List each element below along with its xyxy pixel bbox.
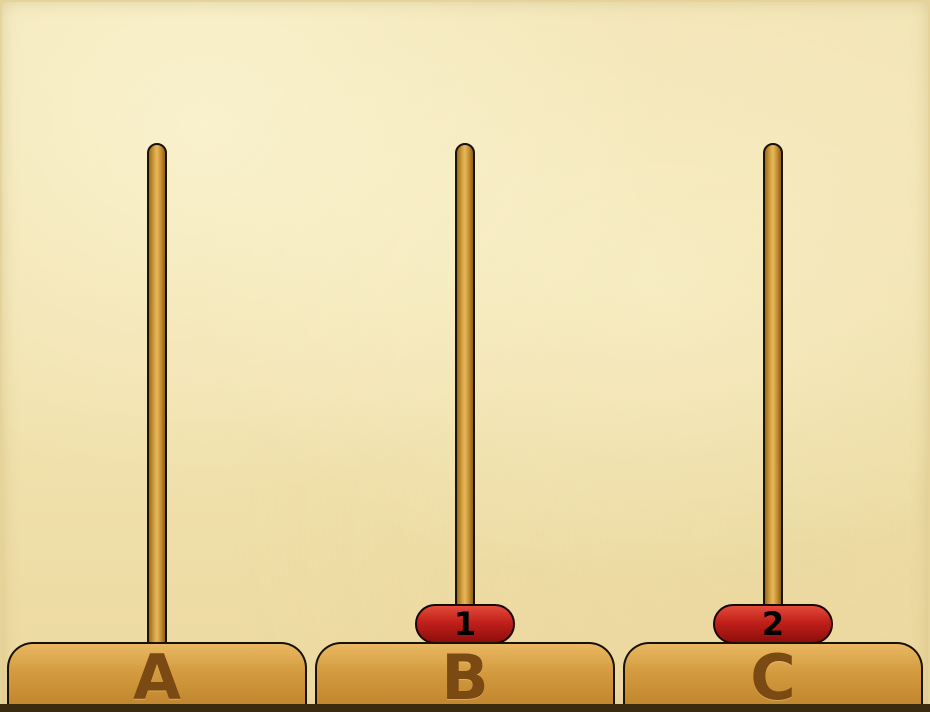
tower-c[interactable]: 2 C [623,0,923,712]
base-b[interactable]: B [315,641,615,712]
tower-a[interactable]: A [7,0,307,712]
tower-label-b: B [441,641,489,712]
disk-label-1: 1 [453,605,477,643]
peg-b[interactable] [455,143,475,647]
base-a[interactable]: A [7,641,307,712]
tower-label-c: C [750,641,796,712]
disk-label-2: 2 [761,605,785,643]
tower-b[interactable]: 1 B [315,0,615,712]
ground-strip [0,704,930,712]
disk-2[interactable]: 2 [713,604,833,644]
peg-a[interactable] [147,143,167,647]
base-c[interactable]: C [623,641,923,712]
tower-label-a: A [133,641,181,712]
disk-1[interactable]: 1 [415,604,515,644]
peg-c[interactable] [763,143,783,647]
